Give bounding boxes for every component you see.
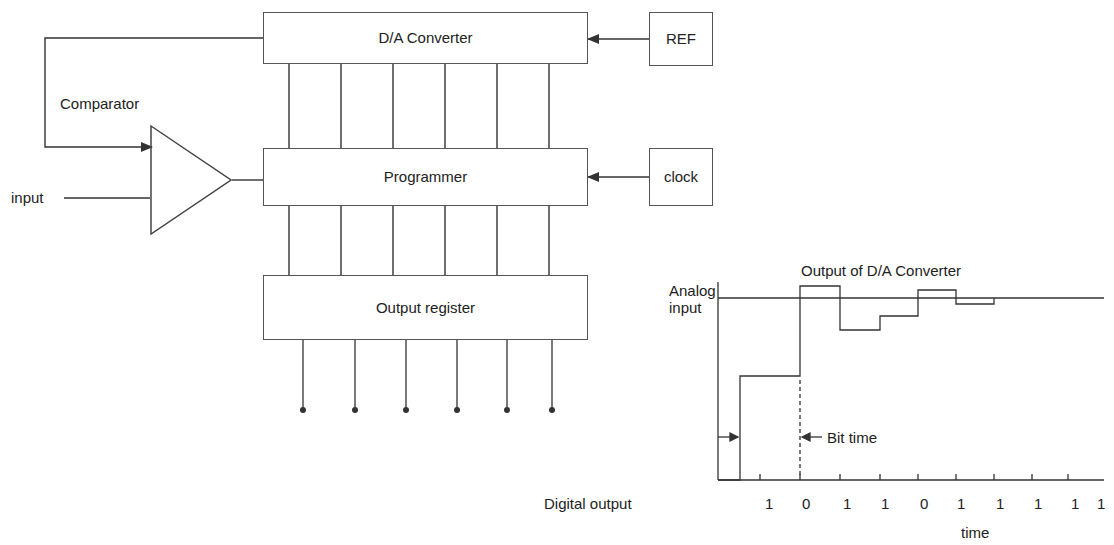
output-pins	[303, 340, 552, 408]
node-label: Output register	[376, 299, 475, 316]
bit-value: 1	[995, 495, 1005, 512]
bit-value: 1	[764, 495, 774, 512]
connector	[588, 177, 649, 178]
analog-level	[718, 297, 1104, 298]
node-label: Programmer	[384, 168, 467, 185]
signal-label: input	[10, 189, 45, 206]
clock-box: clock	[649, 148, 713, 206]
graph-label: Bit time	[826, 429, 878, 446]
node-label: D/A Converter	[378, 29, 472, 46]
arrowhead	[802, 433, 810, 441]
graph-label: Analog input	[668, 282, 720, 317]
comparator: Comparator	[60, 92, 235, 237]
dac-staircase	[718, 286, 994, 480]
register-box: Output register	[263, 275, 588, 340]
bit-value: 1	[1070, 495, 1080, 512]
arrowhead	[730, 433, 738, 441]
converter-box: D/A Converter	[263, 12, 588, 64]
connector	[289, 64, 549, 148]
connector	[289, 206, 549, 275]
dashed-marker	[799, 380, 800, 478]
bit-value: 0	[919, 495, 929, 512]
bit-value: 1	[1096, 495, 1106, 512]
bit-value: 1	[956, 495, 966, 512]
bit-value: 1	[880, 495, 890, 512]
axis-label: Digital output	[543, 495, 633, 512]
pin-dots	[300, 407, 555, 413]
comparator-symbol	[150, 125, 232, 235]
reference-box: REF	[649, 12, 713, 66]
node-label: clock	[664, 168, 698, 185]
connector	[45, 38, 263, 147]
bit-value: 1	[842, 495, 852, 512]
graph-label: Output of D/A Converter	[800, 262, 962, 279]
bit-value: 1	[1033, 495, 1043, 512]
node-label: Comparator	[60, 95, 139, 112]
node-label: REF	[666, 30, 696, 47]
connector	[588, 39, 649, 40]
input-wire	[64, 197, 150, 198]
programmer-box: Programmer	[263, 148, 588, 206]
graph-axes	[718, 282, 1104, 480]
connector	[232, 180, 263, 181]
bit-value: 0	[801, 495, 811, 512]
axis-label: time	[960, 524, 990, 541]
